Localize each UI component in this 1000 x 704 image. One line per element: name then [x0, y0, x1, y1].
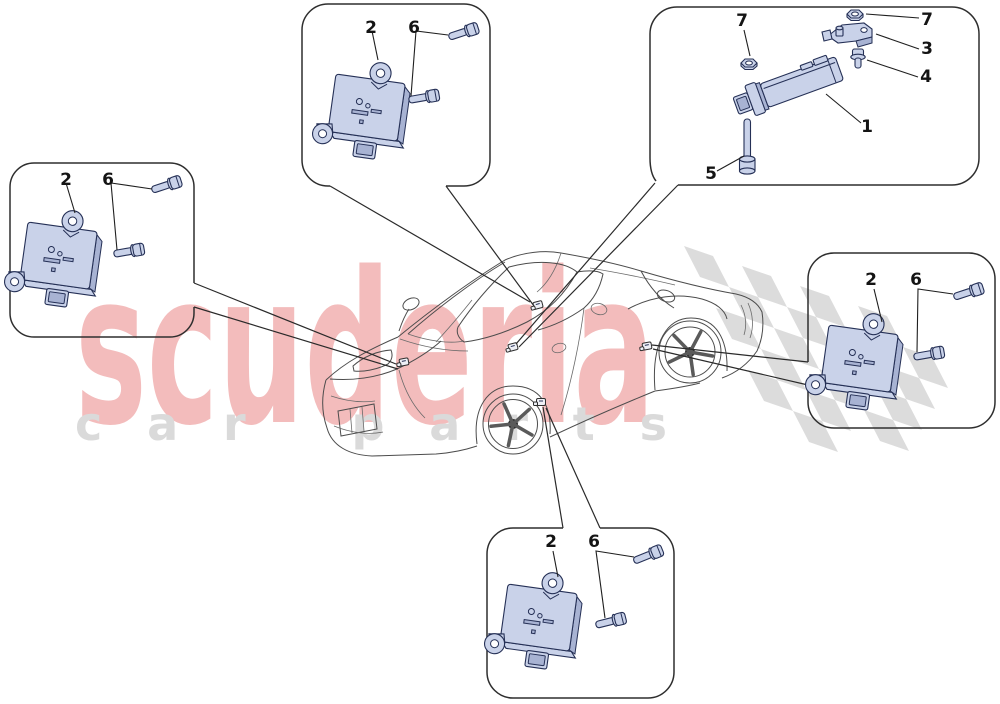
- front-wheel-arch: [475, 385, 551, 445]
- part-label: 2: [60, 170, 72, 190]
- door-line: [560, 307, 585, 416]
- part-label: 4: [920, 67, 932, 87]
- part-label: 3: [921, 39, 933, 59]
- front-grille: [337, 403, 378, 437]
- tpms-module-illustration: [309, 54, 416, 164]
- receiver-unit-illustration: [732, 54, 844, 116]
- part-label: 6: [910, 270, 922, 290]
- windshield: [407, 261, 506, 335]
- wiper: [435, 299, 473, 343]
- part-label: 7: [921, 10, 933, 30]
- screw-illustration: [631, 543, 666, 568]
- long-bolt-illustration: [738, 118, 756, 175]
- screw-illustration: [593, 611, 628, 632]
- callout-top-right: 7 7 3 4 1 5: [649, 6, 980, 186]
- part-label: 5: [705, 164, 717, 184]
- part-label: 1: [861, 117, 873, 137]
- tpms-module-illustration: [481, 564, 588, 674]
- callout-top-left: 2 6: [1, 162, 195, 338]
- callout-bottom: 2 6: [481, 527, 675, 699]
- part-label: 6: [102, 170, 114, 190]
- nut-illustration: [740, 58, 758, 71]
- mirror: [402, 297, 420, 311]
- part-label: 6: [408, 18, 420, 38]
- front-wheel: [482, 393, 544, 455]
- small-screw-illustration: [850, 48, 866, 69]
- part-label: 6: [588, 532, 600, 552]
- air-scoop: [656, 289, 676, 303]
- screw-illustration: [446, 21, 481, 44]
- tpms-module-illustration: [1, 202, 108, 312]
- screw-illustration: [407, 88, 441, 107]
- part-label: 7: [736, 11, 748, 31]
- screw-illustration: [951, 281, 986, 304]
- car-illustration: [322, 251, 764, 457]
- callout-leader-tails: [193, 182, 809, 529]
- callout-right: 2 6: [802, 252, 996, 429]
- part-label: 2: [365, 18, 377, 38]
- part-label: 2: [865, 270, 877, 290]
- rear-wheel-arch: [653, 317, 728, 391]
- callout-top-middle: 2 6: [301, 3, 491, 187]
- nut-illustration: [846, 9, 864, 22]
- bracket-illustration: [821, 22, 873, 48]
- part-label: 2: [545, 532, 557, 552]
- side-window: [456, 262, 578, 343]
- screw-illustration: [149, 174, 184, 197]
